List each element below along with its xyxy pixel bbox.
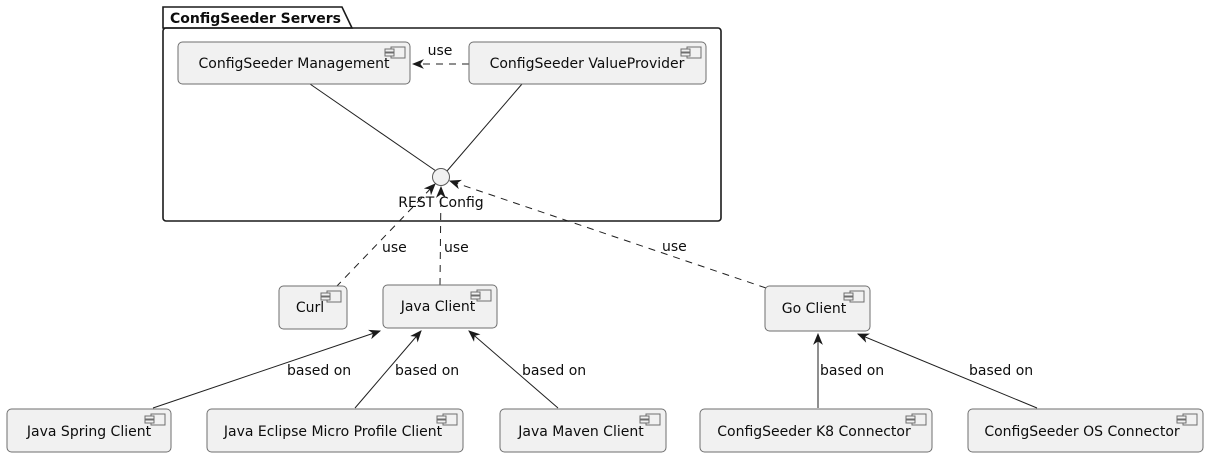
component-label: Curl — [296, 300, 324, 316]
component-configseeder-valueprovider: ConfigSeeder ValueProvider — [468, 41, 707, 85]
package-body — [162, 27, 722, 222]
component-java-maven-client: Java Maven Client — [499, 408, 667, 453]
edge-javaclient-restconfig: use — [435, 185, 469, 286]
edge-springclient-javaclient: based on — [152, 329, 382, 409]
component-label: Java Client — [400, 299, 476, 315]
component-icon — [470, 289, 492, 302]
component-label: Go Client — [782, 301, 847, 317]
edge-label-based-on: based on — [522, 363, 586, 379]
edge-curl-restconfig: use — [335, 183, 436, 288]
component-label: ConfigSeeder K8 Connector — [717, 424, 911, 440]
edge-valueprovider-management: use — [411, 43, 469, 69]
component-curl: Curl — [278, 285, 348, 330]
component-icon — [144, 413, 166, 426]
component-box — [6, 408, 172, 453]
edge-label-use: use — [662, 239, 687, 255]
package-tab — [162, 6, 354, 29]
component-java-eclipse-micro-profile-client: Java Eclipse Micro Profile Client — [206, 408, 464, 453]
edge-label-use: use — [444, 240, 469, 256]
component-box — [699, 408, 933, 453]
component-configseeder-k8-connector: ConfigSeeder K8 Connector — [699, 408, 933, 453]
component-icon — [639, 413, 661, 426]
edge-label-use: use — [428, 43, 453, 59]
component-label: ConfigSeeder OS Connector — [984, 424, 1180, 440]
component-label: ConfigSeeder Management — [199, 56, 390, 72]
edge-osconnector-goclient: based on — [856, 333, 1038, 409]
edge-label-use: use — [382, 240, 407, 256]
edge-k8connector-goclient: based on — [813, 332, 884, 408]
component-icon — [384, 46, 406, 59]
component-label: Java Spring Client — [26, 424, 152, 440]
component-box — [967, 408, 1204, 453]
package-title: ConfigSeeder Servers — [170, 11, 341, 27]
component-box — [468, 41, 707, 85]
component-icon — [436, 413, 458, 426]
component-icon — [320, 290, 342, 303]
component-icon — [680, 46, 702, 59]
edge-mavenclient-javaclient: based on — [468, 330, 586, 409]
component-box — [177, 41, 411, 85]
component-icon — [843, 290, 865, 303]
component-java-client: Java Client — [382, 284, 498, 329]
edge-goclient-restconfig: use — [448, 179, 767, 289]
component-box — [499, 408, 667, 453]
component-icon — [905, 413, 927, 426]
edge-label-based-on: based on — [287, 363, 351, 379]
edge-label-based-on: based on — [820, 363, 884, 379]
edge-label-based-on: based on — [395, 363, 459, 379]
edge-label-based-on: based on — [969, 363, 1033, 379]
edge-eclipseclient-javaclient: based on — [354, 330, 459, 409]
component-java-spring-client: Java Spring Client — [6, 408, 172, 453]
component-label: ConfigSeeder ValueProvider — [490, 56, 685, 72]
component-icon — [1176, 413, 1198, 426]
component-go-client: Go Client — [764, 285, 871, 332]
edge-management-restconfig — [309, 83, 437, 172]
component-configseeder-os-connector: ConfigSeeder OS Connector — [967, 408, 1204, 453]
edge-valueprovider-restconfig — [446, 83, 523, 172]
component-label: Java Eclipse Micro Profile Client — [223, 424, 443, 440]
package-configseeder-servers: ConfigSeeder Servers — [162, 6, 722, 222]
component-box — [382, 284, 498, 329]
component-label: Java Maven Client — [517, 424, 644, 440]
interface-rest-config-circle — [432, 168, 450, 186]
component-box — [206, 408, 464, 453]
component-configseeder-management: ConfigSeeder Management — [177, 41, 411, 85]
